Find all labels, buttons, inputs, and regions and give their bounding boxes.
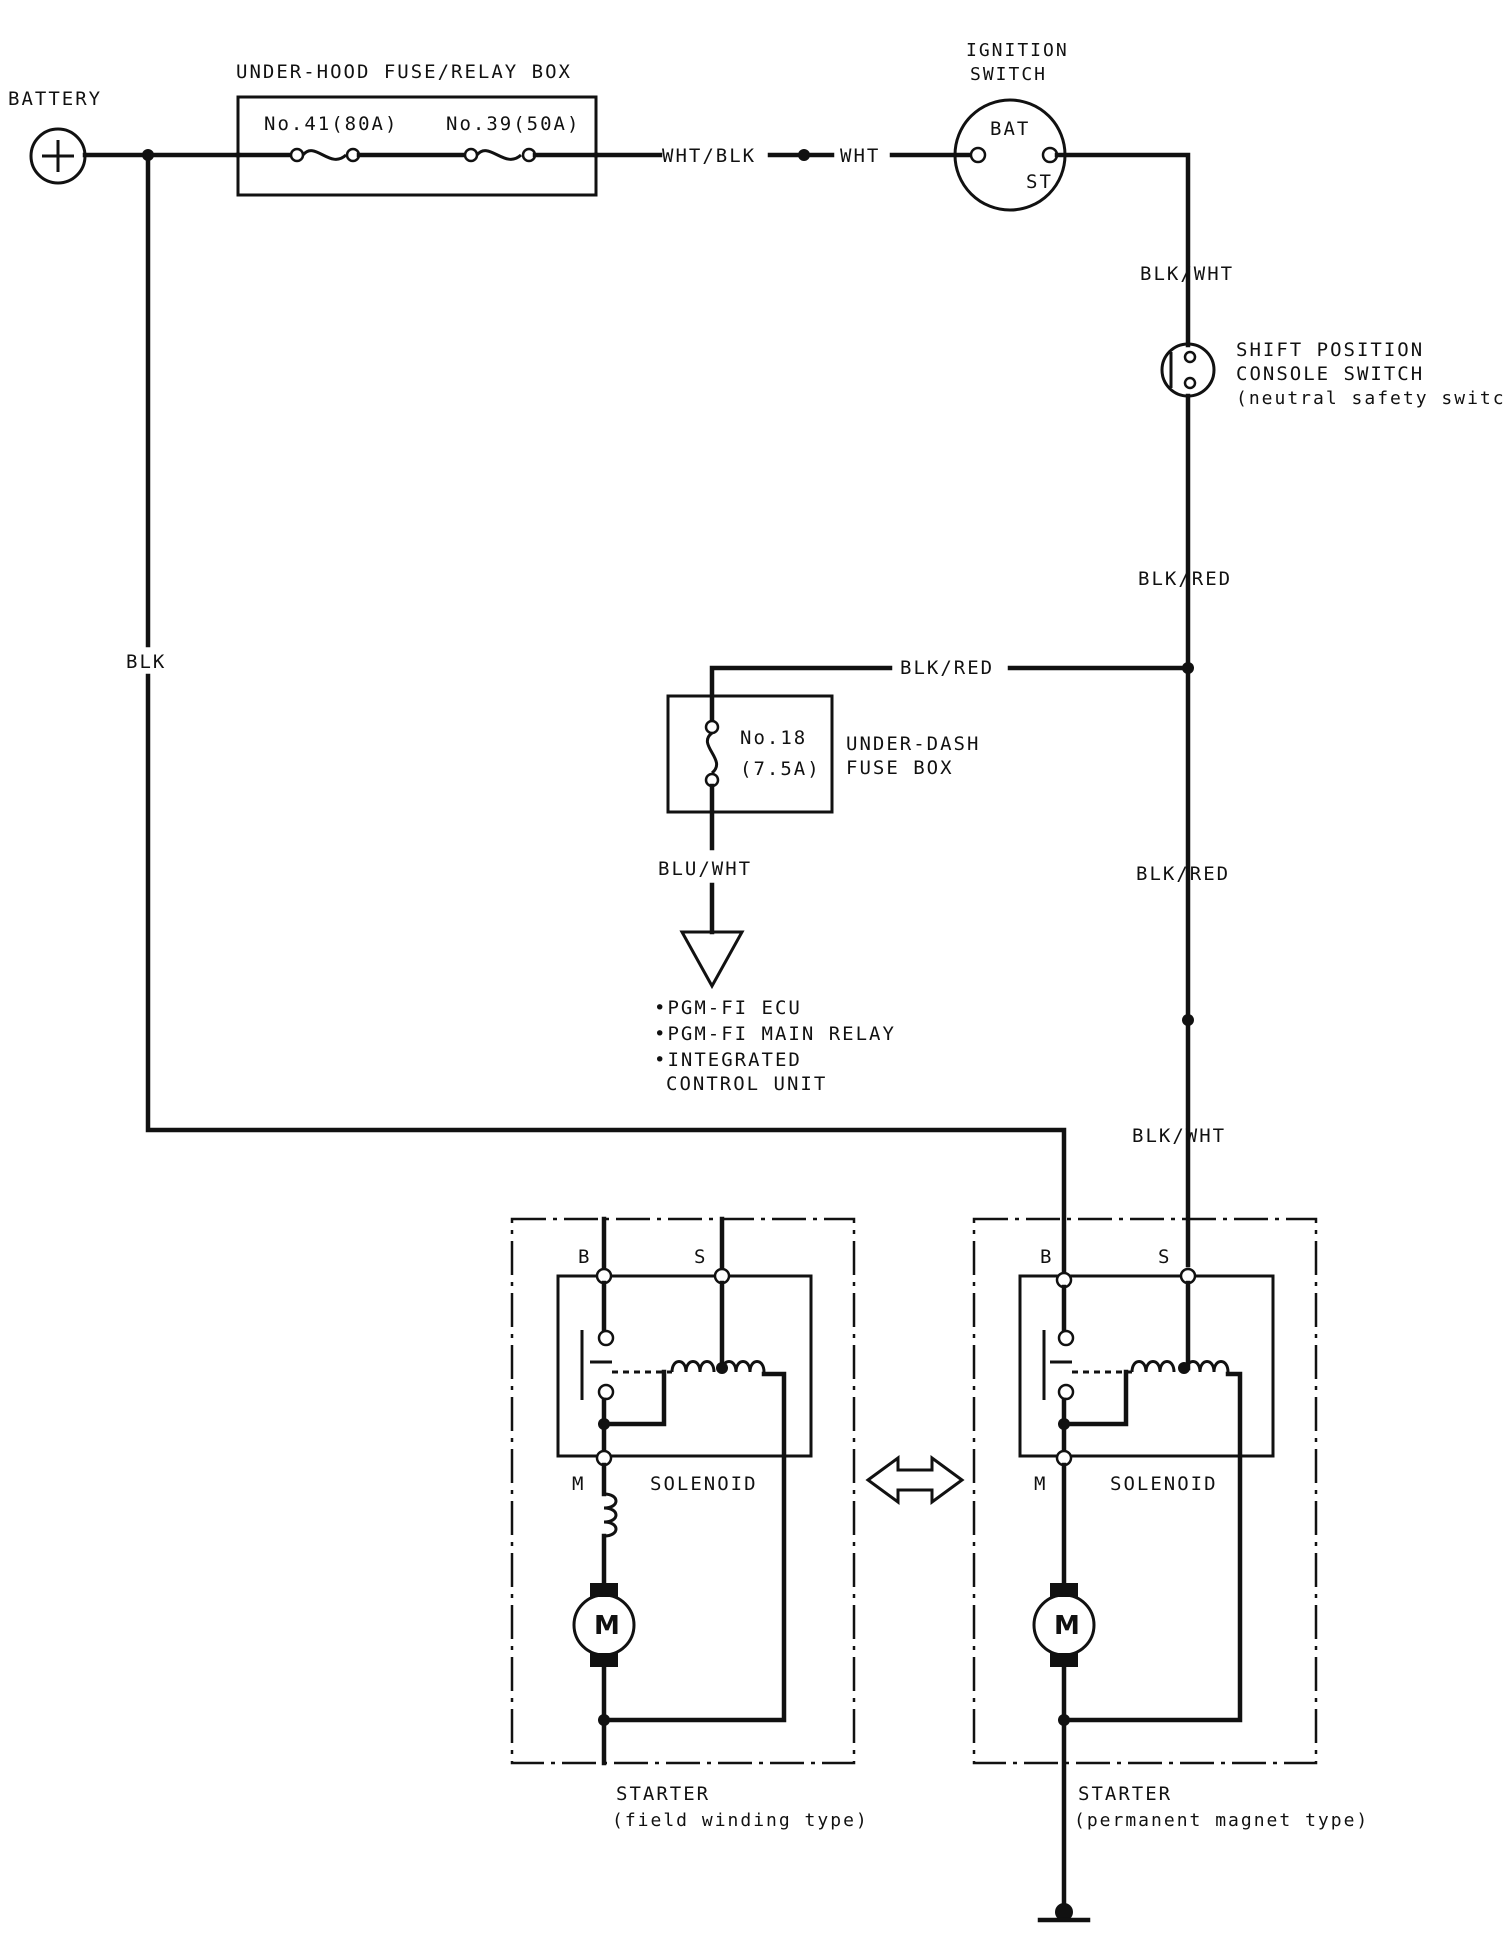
shift-switch-label-2: CONSOLE SWITCH [1236, 363, 1424, 385]
destination-3b: CONTROL UNIT [666, 1073, 827, 1095]
fuse18-symbol [704, 719, 720, 788]
terminal-m-label-right: M [1034, 1473, 1047, 1495]
fuse41-label: No.41(80A) [264, 113, 398, 135]
starter-left-label-2: (field winding type) [612, 1810, 869, 1831]
starter-right-label-1: STARTER [1078, 1783, 1172, 1805]
wire-blk-wht-top-label: BLK/WHT [1140, 263, 1234, 285]
starter-field-winding: B S M SOLENOID M [510, 1216, 856, 1766]
destination-3a: •INTEGRATED [654, 1049, 802, 1071]
wire-blk-red-label-3: BLK/RED [1136, 863, 1230, 885]
terminal-m-label: M [572, 1473, 585, 1495]
fuse41-symbol [235, 147, 467, 163]
fuse39-label: No.39(50A) [446, 113, 580, 135]
under-dash-label-1: UNDER-DASH [846, 733, 980, 755]
shift-switch-label-3: (neutral safety switch) [1236, 388, 1504, 409]
fuse39-symbol [463, 147, 599, 163]
solenoid-label-right: SOLENOID [1110, 1473, 1218, 1495]
motor-label-right: M [1054, 1611, 1080, 1641]
battery-label: BATTERY [8, 88, 102, 110]
st-terminal-label: ST [1026, 171, 1053, 193]
wire-blk-wht-bottom-label: BLK/WHT [1132, 1125, 1226, 1147]
battery-symbol [29, 127, 87, 185]
fuse18-label-2: (7.5A) [740, 758, 821, 780]
terminal-b-label-right: B [1040, 1246, 1053, 1268]
destination-arrow [679, 930, 745, 990]
terminal-b-label: B [578, 1246, 591, 1268]
terminal-s-label-right: S [1158, 1246, 1171, 1268]
under-hood-fuse-relay-box [236, 95, 598, 197]
connector-dot [798, 149, 810, 161]
bat-terminal [969, 146, 987, 164]
wire-wht-label: WHT [840, 145, 880, 167]
ignition-switch-label-1: IGNITION [966, 40, 1069, 61]
ignition-switch-label-2: SWITCH [970, 64, 1047, 85]
wire-wht-blk-label: WHT/BLK [662, 145, 756, 167]
destination-1: •PGM-FI ECU [654, 997, 802, 1019]
bat-terminal-label: BAT [990, 118, 1030, 140]
solenoid-label-left: SOLENOID [650, 1473, 758, 1495]
wire-blk-label: BLK [126, 651, 166, 673]
fuse-relay-box-label: UNDER-HOOD FUSE/RELAY BOX [236, 61, 572, 83]
wire-blk-red-label-2: BLK/RED [900, 657, 994, 679]
destination-2: •PGM-FI MAIN RELAY [654, 1023, 896, 1045]
shift-switch-label-1: SHIFT POSITION [1236, 339, 1424, 361]
wire-blk-red-label-1: BLK/RED [1138, 568, 1232, 590]
wire-blu-wht-label: BLU/WHT [658, 858, 752, 880]
fuse18-label-1: No.18 [740, 727, 807, 749]
starter-left-label-1: STARTER [616, 1783, 710, 1805]
starter-right-label-2: (permanent magnet type) [1074, 1810, 1369, 1831]
terminal-s-label: S [694, 1246, 707, 1268]
under-dash-fuse-box [666, 694, 834, 814]
starter-permanent-magnet: B S M SOLENOID M [972, 1217, 1318, 1913]
connector-dot [1182, 1014, 1194, 1026]
equivalence-double-arrow [865, 1455, 965, 1505]
motor-label-left: M [594, 1611, 620, 1641]
ground-symbol [1037, 1903, 1091, 1923]
under-dash-label-2: FUSE BOX [846, 757, 954, 779]
shift-position-switch [1160, 342, 1216, 398]
